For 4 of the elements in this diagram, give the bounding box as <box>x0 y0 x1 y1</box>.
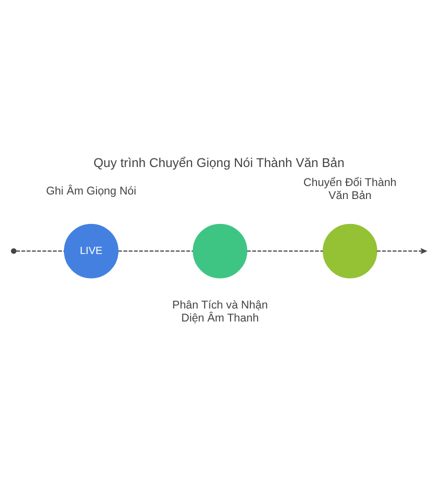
diagram-title: Quy trình Chuyển Giọng Nói Thành Văn Bản <box>94 156 344 170</box>
node-label: Chuyển Đổi Thành Văn Bản <box>303 176 397 202</box>
node-label: Phân Tích và Nhận Diện Âm Thanh <box>172 299 268 324</box>
node-label: Ghi Âm Giọng Nói <box>46 185 136 198</box>
